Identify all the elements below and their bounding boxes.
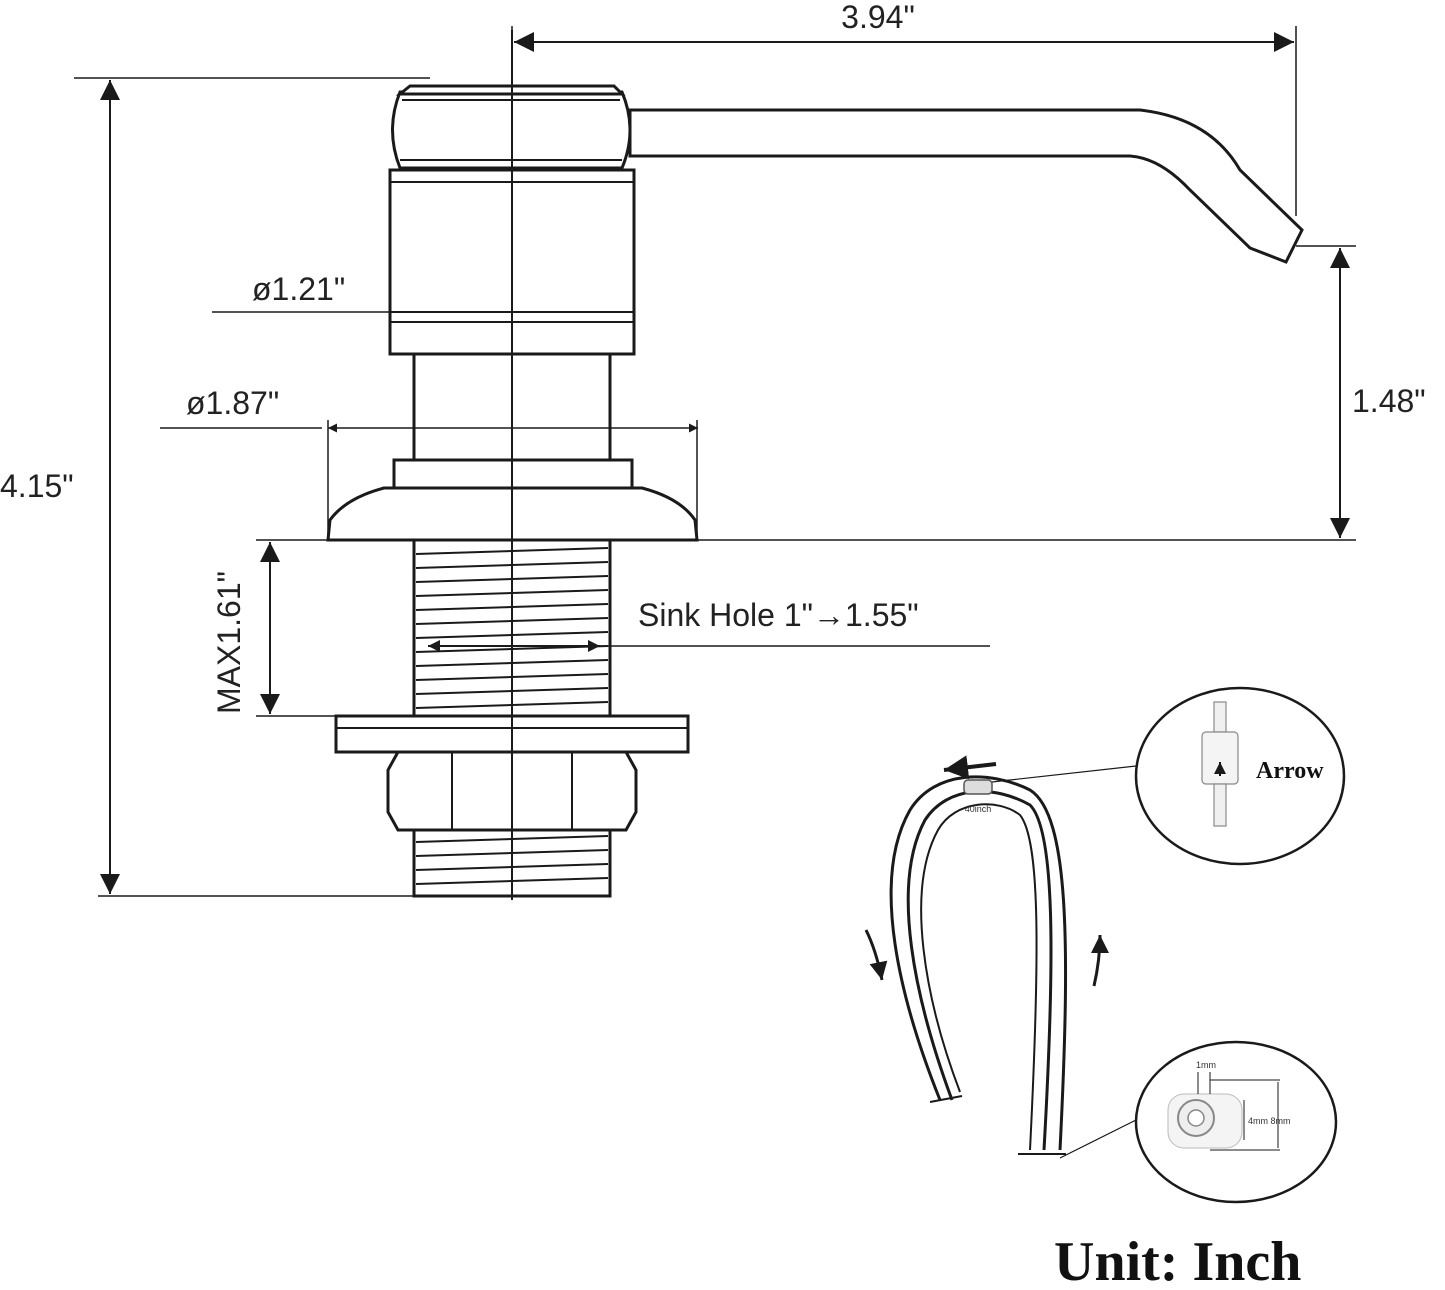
flow-arrow-down-icon [864,929,888,981]
tube-length-label: 40inch [965,804,992,814]
unit-label: Unit: Inch [1054,1231,1301,1290]
dim-spout-length: 3.94" [511,0,1297,216]
total-height-label: 4.15" [0,468,74,504]
flange-diameter-label: ø1.87" [186,385,279,421]
arrow-label: Arrow [1256,758,1324,784]
valve-callout [1134,686,1346,866]
tube-size-label: 4mm 8mm [1248,1116,1291,1126]
flow-arrow-up-icon [1090,934,1109,987]
dim-spout-height: 1.48" [697,245,1426,541]
dim-total-height: 4.15" [0,77,430,897]
dim-head-diameter: ø1.21" [212,271,634,313]
spout [628,108,1304,264]
max-thickness-label: MAX1.61" [211,571,247,714]
dim-flange-diameter: ø1.87" [160,385,698,540]
tube-section-icon [1167,1072,1280,1151]
dim-sink-hole: Sink Hole 1"→1.55" [428,597,990,652]
head-diameter-label: ø1.21" [252,271,345,307]
sink-hole-label: Sink Hole 1"→1.55" [638,597,919,633]
flow-arrow-top-icon [943,755,997,780]
inner-size-label: 1mm [1196,1060,1216,1070]
dim-max-thickness: MAX1.61" [211,539,336,717]
tube-detail: 40inch Arrow 1mm 4m [864,686,1346,1204]
spout-height-label: 1.48" [1352,383,1426,419]
check-valve-icon [1201,701,1239,827]
spout-length-label: 3.94" [841,0,915,35]
